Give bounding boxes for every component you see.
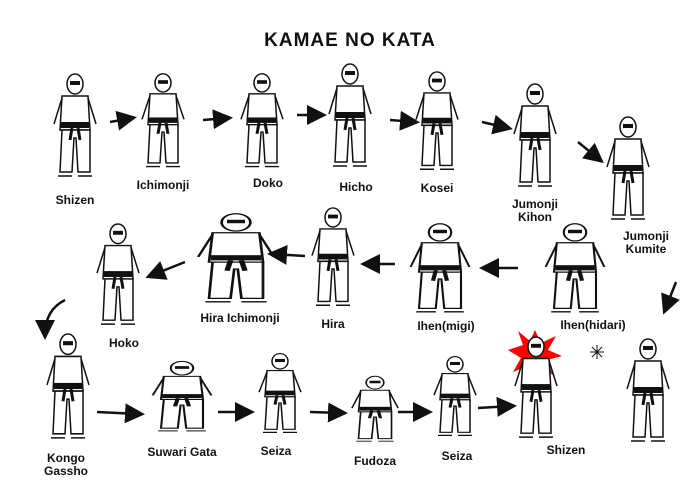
ninja-figure-icon xyxy=(433,355,477,436)
ninja-figure-icon xyxy=(409,223,471,313)
figure-hira xyxy=(308,206,358,311)
ninja-figure-icon xyxy=(151,360,213,432)
figure-seiza-1 xyxy=(255,352,305,437)
figure-kongo-gassho xyxy=(43,332,93,444)
ninja-figure-icon xyxy=(328,63,372,167)
pose-label: Seiza xyxy=(260,444,292,458)
figure-ihen-hidari xyxy=(540,222,610,317)
pose-label: Suwari Gata xyxy=(147,445,217,459)
figure-seiza-2 xyxy=(430,355,480,440)
ninja-figure-icon xyxy=(53,73,97,177)
ninja-figure-icon xyxy=(96,223,140,325)
pose-label: Kosei xyxy=(420,181,454,195)
ninja-figure-icon xyxy=(46,333,90,439)
ninja-figure-icon xyxy=(606,116,650,220)
ninja-figure-icon xyxy=(544,223,606,313)
arrow xyxy=(202,109,233,130)
figure-hira-ichimonji xyxy=(191,212,281,307)
pose-label: Seiza xyxy=(441,449,473,463)
ninja-figure-icon xyxy=(626,338,670,442)
figure-ihen-migi xyxy=(405,222,475,317)
figure-jumonji-kihon xyxy=(510,82,560,192)
ninja-figure-icon xyxy=(141,73,185,168)
figure-suwari-gata xyxy=(147,360,217,435)
ninja-figure-icon xyxy=(258,352,302,433)
figure-ichimonji xyxy=(138,72,188,172)
pose-label: Ihen(migi) xyxy=(417,319,475,333)
pose-label: Shizen xyxy=(55,193,95,207)
pose-label: Hira Ichimonji xyxy=(200,311,280,325)
figure-shizen xyxy=(50,72,100,182)
diagram-title: KAMAE NO KATA xyxy=(264,30,436,51)
pose-label: Hoko xyxy=(109,336,139,350)
figure-doko xyxy=(237,72,287,172)
arrow xyxy=(661,281,680,315)
arrow xyxy=(389,110,420,131)
pose-label: Ichimonji xyxy=(136,178,190,192)
ninja-figure-icon xyxy=(351,375,399,442)
arrow xyxy=(35,298,66,340)
pose-label: Shizen xyxy=(546,443,586,457)
arrow xyxy=(481,114,513,135)
arrow xyxy=(109,110,137,131)
ninja-figure-icon xyxy=(514,336,558,438)
ninja-figure-icon xyxy=(415,71,459,170)
figure-shizen-defense xyxy=(511,335,561,443)
pose-label: Hira xyxy=(321,317,345,331)
figure-kosei xyxy=(412,70,462,175)
gunshot-spark-icon xyxy=(590,345,604,359)
arrow xyxy=(309,402,348,423)
figure-jumonji-kumite xyxy=(603,115,653,225)
figure-hoko xyxy=(93,222,143,330)
ninja-figure-icon xyxy=(311,207,355,306)
ninja-figure-icon xyxy=(513,83,557,187)
pose-label: Fudoza xyxy=(354,454,396,468)
arrow xyxy=(267,244,306,265)
arrow xyxy=(477,396,517,417)
ninja-figure-icon xyxy=(196,213,276,303)
figure-fudoza xyxy=(348,375,403,445)
arrow xyxy=(145,260,186,280)
pose-label: Hicho xyxy=(339,180,373,194)
pose-label: Doko xyxy=(253,176,283,190)
figure-attacker-with-gun xyxy=(623,337,673,447)
pose-label: Ihen(hidari) xyxy=(560,318,626,332)
figure-hicho xyxy=(325,62,375,172)
ninja-figure-icon xyxy=(240,73,284,168)
arrow xyxy=(577,141,604,164)
arrow xyxy=(96,403,145,424)
